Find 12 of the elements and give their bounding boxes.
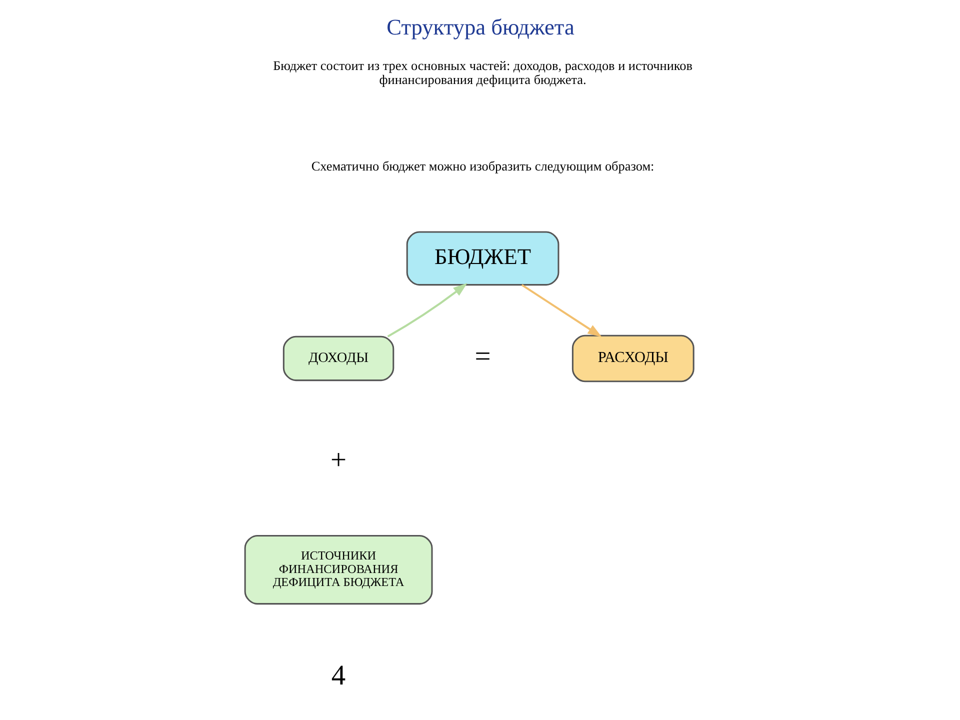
label: + xyxy=(330,445,346,476)
arrow xyxy=(520,284,602,338)
label: Схематично бюджет можно изобразить следующим образом: xyxy=(310,158,654,174)
arrow xyxy=(386,283,467,338)
node-box: БЮДЖЕТ xyxy=(406,231,559,286)
diagram-title: Структура бюджета xyxy=(386,14,574,40)
node-box: РАСХОДЫ xyxy=(571,334,694,382)
node-box: ИСТОЧНИКИ ФИНАНСИРОВАНИЯ ДЕФИЦИТА БЮДЖЕТА xyxy=(244,534,432,605)
label: = xyxy=(474,341,490,372)
node-box: ДОХОДЫ xyxy=(282,336,394,382)
label: 4 xyxy=(330,660,346,692)
label: Бюджет состоит из трех основных частей: доходов, расходов и источников финансирования дефицита бюджета. xyxy=(272,58,692,88)
